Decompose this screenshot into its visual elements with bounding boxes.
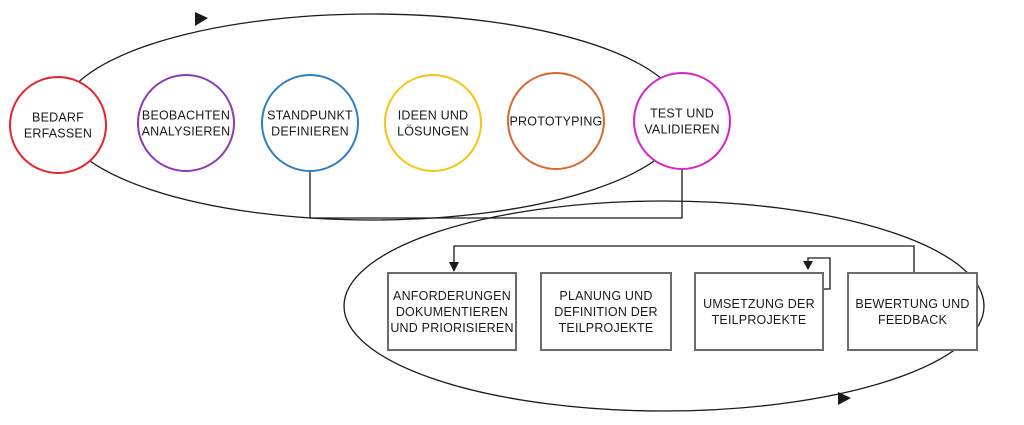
step-planung-box	[540, 272, 672, 351]
step-anforderungen-label-line: UND PRIORISIEREN	[390, 321, 513, 335]
step-anforderungen-label-line: ANFORDERUNGEN	[393, 289, 511, 303]
umsetzung-arrowhead-icon	[803, 261, 813, 270]
phase-standpunkt-label-line: STANDPUNKT	[267, 109, 353, 123]
step-bewertung: BEWERTUNG UND FEEDBACK	[847, 272, 978, 351]
anforderungen-arrowhead-icon	[449, 262, 459, 272]
phase-bedarf: BEDARF ERFASSEN	[9, 76, 107, 174]
phase-beobachten-circle	[137, 74, 235, 172]
phase-test: TEST UND VALIDIEREN	[633, 72, 731, 170]
phase-standpunkt-label-line: DEFINIEREN	[271, 125, 349, 139]
phase-ideen-label-line: LÖSUNGEN	[397, 125, 469, 139]
phase-circles: BEDARF ERFASSEN BEOBACHTEN ANALYSIEREN STAND…	[9, 72, 731, 174]
phase-beobachten-label-line: ANALYSIEREN	[142, 125, 231, 139]
step-bewertung-label-line: FEEDBACK	[878, 313, 947, 327]
phase-standpunkt-circle	[261, 74, 359, 172]
phase-bedarf-label-line: BEDARF	[32, 111, 84, 125]
step-umsetzung-box	[694, 272, 824, 351]
step-bewertung-label-line: BEWERTUNG UND	[855, 297, 969, 311]
step-planung-label-line: TEILPROJEKTE	[559, 321, 654, 335]
step-anforderungen-box	[387, 272, 517, 351]
phase-ideen-label-line: IDEEN UND	[398, 109, 469, 123]
phase-standpunkt: STANDPUNKT DEFINIEREN	[261, 74, 359, 172]
step-planung-label-line: PLANUNG UND	[559, 289, 652, 303]
step-umsetzung: UMSETZUNG DER TEILPROJEKTE	[694, 272, 824, 351]
phase-ideen: IDEEN UND LÖSUNGEN	[384, 74, 482, 172]
step-umsetzung-label-line: TEILPROJEKTE	[712, 313, 807, 327]
phase-beobachten-label-line: BEOBACHTEN	[142, 109, 230, 123]
phase-ideen-circle	[384, 74, 482, 172]
phase-test-label-line: VALIDIEREN	[644, 123, 719, 137]
phase-prototyping-label-line: PROTOTYPING	[510, 115, 603, 129]
step-umsetzung-label-line: UMSETZUNG DER	[703, 297, 815, 311]
implementation-loop	[343, 200, 985, 412]
step-boxes: ANFORDERUNGEN DOKUMENTIEREN UND PRIORISIER…	[387, 272, 978, 351]
step-anforderungen: ANFORDERUNGEN DOKUMENTIEREN UND PRIORISIER…	[387, 272, 517, 351]
umsetzung-self-loop	[807, 257, 831, 290]
phase-prototyping: PROTOTYPING	[507, 72, 605, 170]
phase-beobachten: BEOBACHTEN ANALYSIEREN	[137, 74, 235, 172]
connectors	[309, 165, 915, 290]
phase-bedarf-label-line: ERFASSEN	[24, 127, 92, 141]
phase-test-label-line: TEST UND	[650, 107, 714, 121]
upper-loop-arrowhead-icon	[195, 12, 208, 26]
step-bewertung-box	[847, 272, 978, 351]
standpunkt-test-connector	[309, 165, 683, 219]
feedback-loop-connector	[453, 245, 915, 273]
step-anforderungen-label-line: DOKUMENTIEREN	[396, 305, 508, 319]
step-planung-label-line: DEFINITION DER	[554, 305, 658, 319]
phase-prototyping-circle	[507, 72, 605, 170]
phase-test-circle	[633, 72, 731, 170]
step-planung: PLANUNG UND DEFINITION DER TEILPROJEKTE	[540, 272, 672, 351]
phase-bedarf-circle	[9, 76, 107, 174]
lower-loop-arrowhead-icon	[838, 392, 851, 405]
